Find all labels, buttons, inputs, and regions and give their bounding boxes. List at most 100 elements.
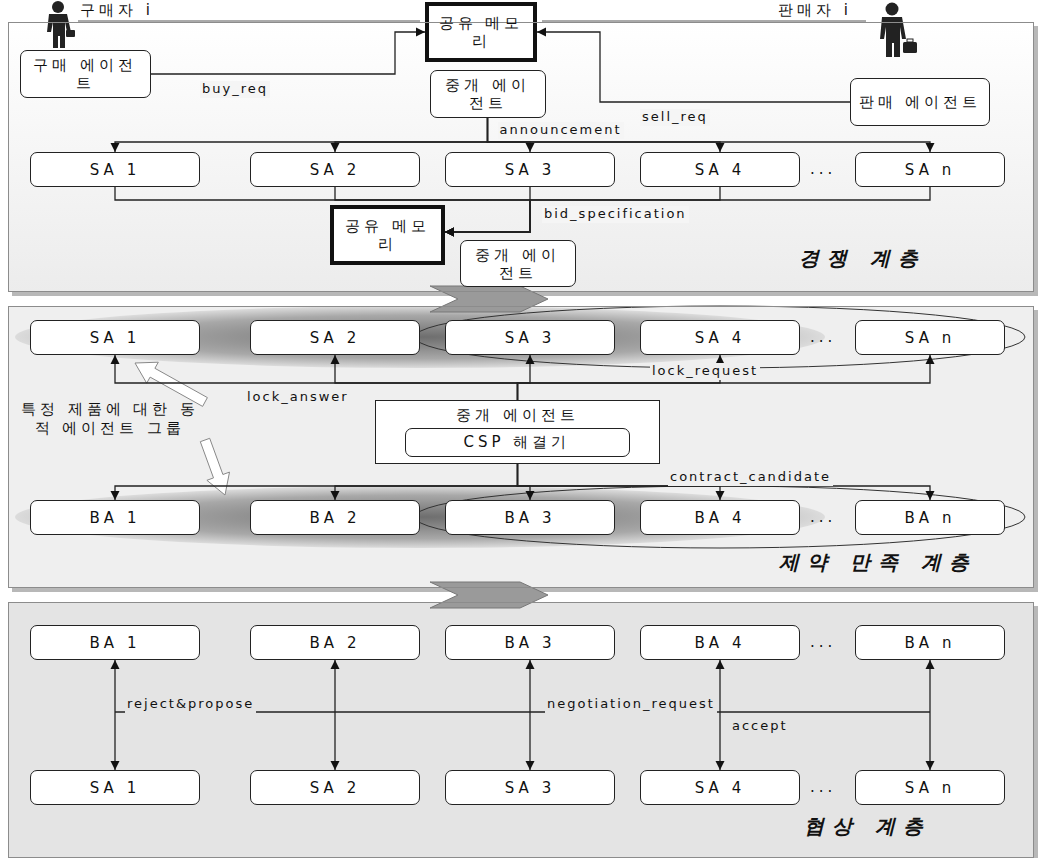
agent-box: SA 2 — [250, 152, 420, 187]
ellipsis-mark-holder: ... — [810, 778, 836, 797]
connector — [445, 187, 720, 237]
connector-label-holder: reject&propose — [125, 694, 256, 713]
arrowhead — [111, 355, 120, 364]
node-text: BA 3 — [505, 634, 556, 652]
group-ellipse — [15, 306, 825, 368]
connector — [518, 464, 535, 500]
agent-box: SA 2 — [250, 770, 420, 805]
ellipsis-mark: ... — [810, 508, 836, 527]
arrowhead — [716, 491, 725, 500]
agent-box: SA n — [855, 770, 1005, 805]
arrowhead — [716, 761, 725, 770]
connector-label: lock_answer — [245, 389, 351, 406]
node-text: SA 1 — [90, 329, 140, 347]
actor-label: 구매자 i — [80, 1, 154, 20]
agent-box: BA 3 — [445, 500, 615, 535]
agent-box: BA 3 — [445, 625, 615, 660]
connector-label: sell_req — [640, 109, 710, 126]
callout-arrow — [135, 362, 207, 406]
arrowhead — [716, 660, 725, 669]
connector-line — [518, 355, 931, 400]
layer-title: 경쟁 계층 — [799, 245, 926, 272]
arrowhead — [331, 143, 340, 152]
layer-title: 협상 계층 — [804, 813, 931, 840]
connector — [518, 355, 535, 400]
agent-box: SA 1 — [30, 320, 200, 355]
agent-box: BA 1 — [30, 625, 200, 660]
broker-box: 중개 에이전트CSP 해결기 — [375, 400, 660, 464]
connector-line — [115, 464, 518, 500]
arrowhead — [526, 491, 535, 500]
node-text: 구매 에이전트 — [27, 56, 144, 92]
arrowhead — [537, 28, 546, 37]
connector — [716, 660, 725, 770]
connector — [445, 187, 930, 237]
agent-box: BA 1 — [30, 500, 200, 535]
actor-label: 판매자 i — [778, 1, 852, 20]
agent-box: 중개 에이전트 — [430, 70, 546, 118]
node-text: SA 4 — [695, 161, 745, 179]
arrowhead — [716, 143, 725, 152]
node-text: SA 3 — [505, 161, 555, 179]
agent-box: BA n — [855, 625, 1005, 660]
node-text: SA 2 — [310, 329, 360, 347]
arrowhead — [111, 761, 120, 770]
connector-label: accept — [730, 718, 790, 735]
node-text: SA 3 — [505, 329, 555, 347]
arrowhead — [111, 143, 120, 152]
arrowhead — [445, 228, 454, 237]
arrowhead — [926, 761, 935, 770]
connector-label-holder: accept — [730, 716, 790, 735]
connector — [445, 187, 530, 237]
agent-box: SA 2 — [250, 320, 420, 355]
arrowhead — [926, 491, 935, 500]
ellipsis-mark-holder: ... — [810, 508, 836, 527]
connector-line — [335, 118, 488, 152]
node-text: 공유 메모리 — [433, 14, 529, 50]
connector-label: negotiation_request — [545, 696, 717, 713]
connector — [331, 118, 488, 152]
node-text: 중개 에이전트 — [456, 406, 579, 424]
arrowhead — [416, 28, 425, 37]
connector — [115, 187, 530, 237]
arrowhead — [526, 143, 535, 152]
agent-box: BA n — [855, 500, 1005, 535]
node-text: BA 4 — [695, 509, 746, 527]
group-ellipse-outline — [415, 306, 1025, 368]
connector — [331, 660, 340, 770]
connector-line — [445, 187, 930, 232]
connector — [111, 118, 488, 152]
node-text: BA 1 — [90, 509, 141, 527]
node-text: SA 1 — [90, 161, 140, 179]
agent-box: SA 3 — [445, 770, 615, 805]
connector-label: announcement — [498, 122, 624, 139]
connector-line — [335, 464, 518, 500]
layer-title: 제약 만족 계층 — [779, 549, 977, 576]
arrowhead — [445, 228, 454, 237]
shared-memory-box: 공유 메모리 — [425, 2, 537, 62]
arrowhead — [445, 228, 454, 237]
node-text: SA 2 — [310, 779, 360, 797]
connector-line — [115, 118, 488, 152]
agent-box: SA 3 — [445, 320, 615, 355]
connector — [518, 355, 935, 400]
connector-label-holder: bid_specification — [542, 204, 689, 223]
agent-box: SA n — [855, 152, 1005, 187]
layer-panel: 경쟁 계층구매 에이전트중개 에이전트판매 에이전트SA 1SA 2SA 3SA… — [8, 22, 1034, 292]
ellipsis-mark-holder: ... — [810, 328, 836, 347]
agent-box: SA 4 — [640, 770, 800, 805]
node-text: BA 2 — [310, 634, 361, 652]
agent-box: BA 2 — [250, 500, 420, 535]
connector-label-holder: sell_req — [640, 107, 710, 126]
arrowhead — [526, 355, 535, 364]
node-text: BA 2 — [310, 509, 361, 527]
ellipsis-mark-holder: ... — [810, 160, 836, 179]
agent-box: BA 2 — [250, 625, 420, 660]
agent-box: SA 4 — [640, 320, 800, 355]
arrowhead — [331, 491, 340, 500]
arrowhead — [331, 660, 340, 669]
ellipsis-mark: ... — [810, 328, 836, 347]
arrowhead — [926, 660, 935, 669]
layer-chevron — [430, 582, 548, 608]
group-ellipse — [15, 486, 825, 548]
